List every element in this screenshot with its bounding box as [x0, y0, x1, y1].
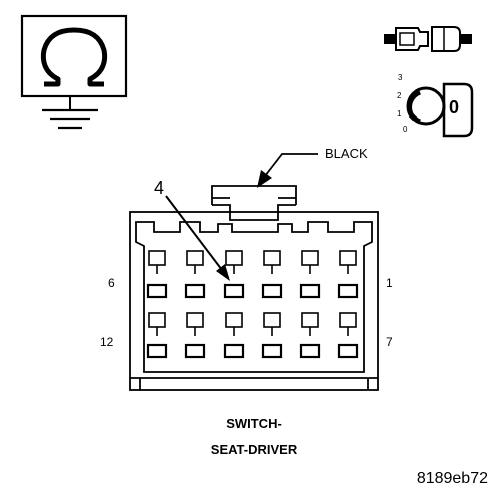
pin-10 — [223, 312, 245, 359]
ignition-position-3: 3 — [398, 73, 403, 82]
pin-5 — [184, 250, 206, 299]
pin-label-bottom-right: 7 — [386, 335, 393, 349]
ignition-key-label: 0 — [449, 97, 459, 117]
figure-id: 8189eb72 — [417, 470, 488, 487]
ohmmeter-ground-icon — [20, 14, 128, 130]
pin-label-top-right: 1 — [386, 276, 393, 290]
color-callout: BLACK — [257, 146, 368, 188]
pin-1 — [337, 250, 359, 299]
pin-8 — [299, 312, 321, 359]
ignition-key-icon: 0 3 2 1 0 — [397, 73, 474, 138]
connector-title-line1: SWITCH- — [226, 416, 282, 431]
pin-2 — [299, 250, 321, 299]
pin-9 — [261, 312, 283, 359]
ignition-position-1: 1 — [397, 109, 402, 118]
connector-title-line2: SEAT-DRIVER — [211, 442, 298, 457]
pin-label-bottom-left: 12 — [100, 335, 114, 349]
ignition-position-0: 0 — [403, 125, 408, 134]
pin-3 — [261, 250, 283, 299]
pin-11 — [184, 312, 206, 359]
connector-body — [129, 185, 379, 391]
connector-color-label: BLACK — [325, 146, 368, 161]
pin-6 — [146, 250, 168, 299]
ignition-position-2: 2 — [397, 91, 402, 100]
pin-4 — [223, 250, 245, 299]
pin-callout: 4 — [154, 178, 230, 281]
pin-label-top-left: 6 — [108, 276, 115, 290]
pin-7 — [337, 312, 359, 359]
pin-callout-label: 4 — [154, 178, 164, 198]
pin-cavities — [146, 250, 359, 359]
pin-12 — [146, 312, 168, 359]
connector-disconnect-icon — [384, 26, 472, 52]
